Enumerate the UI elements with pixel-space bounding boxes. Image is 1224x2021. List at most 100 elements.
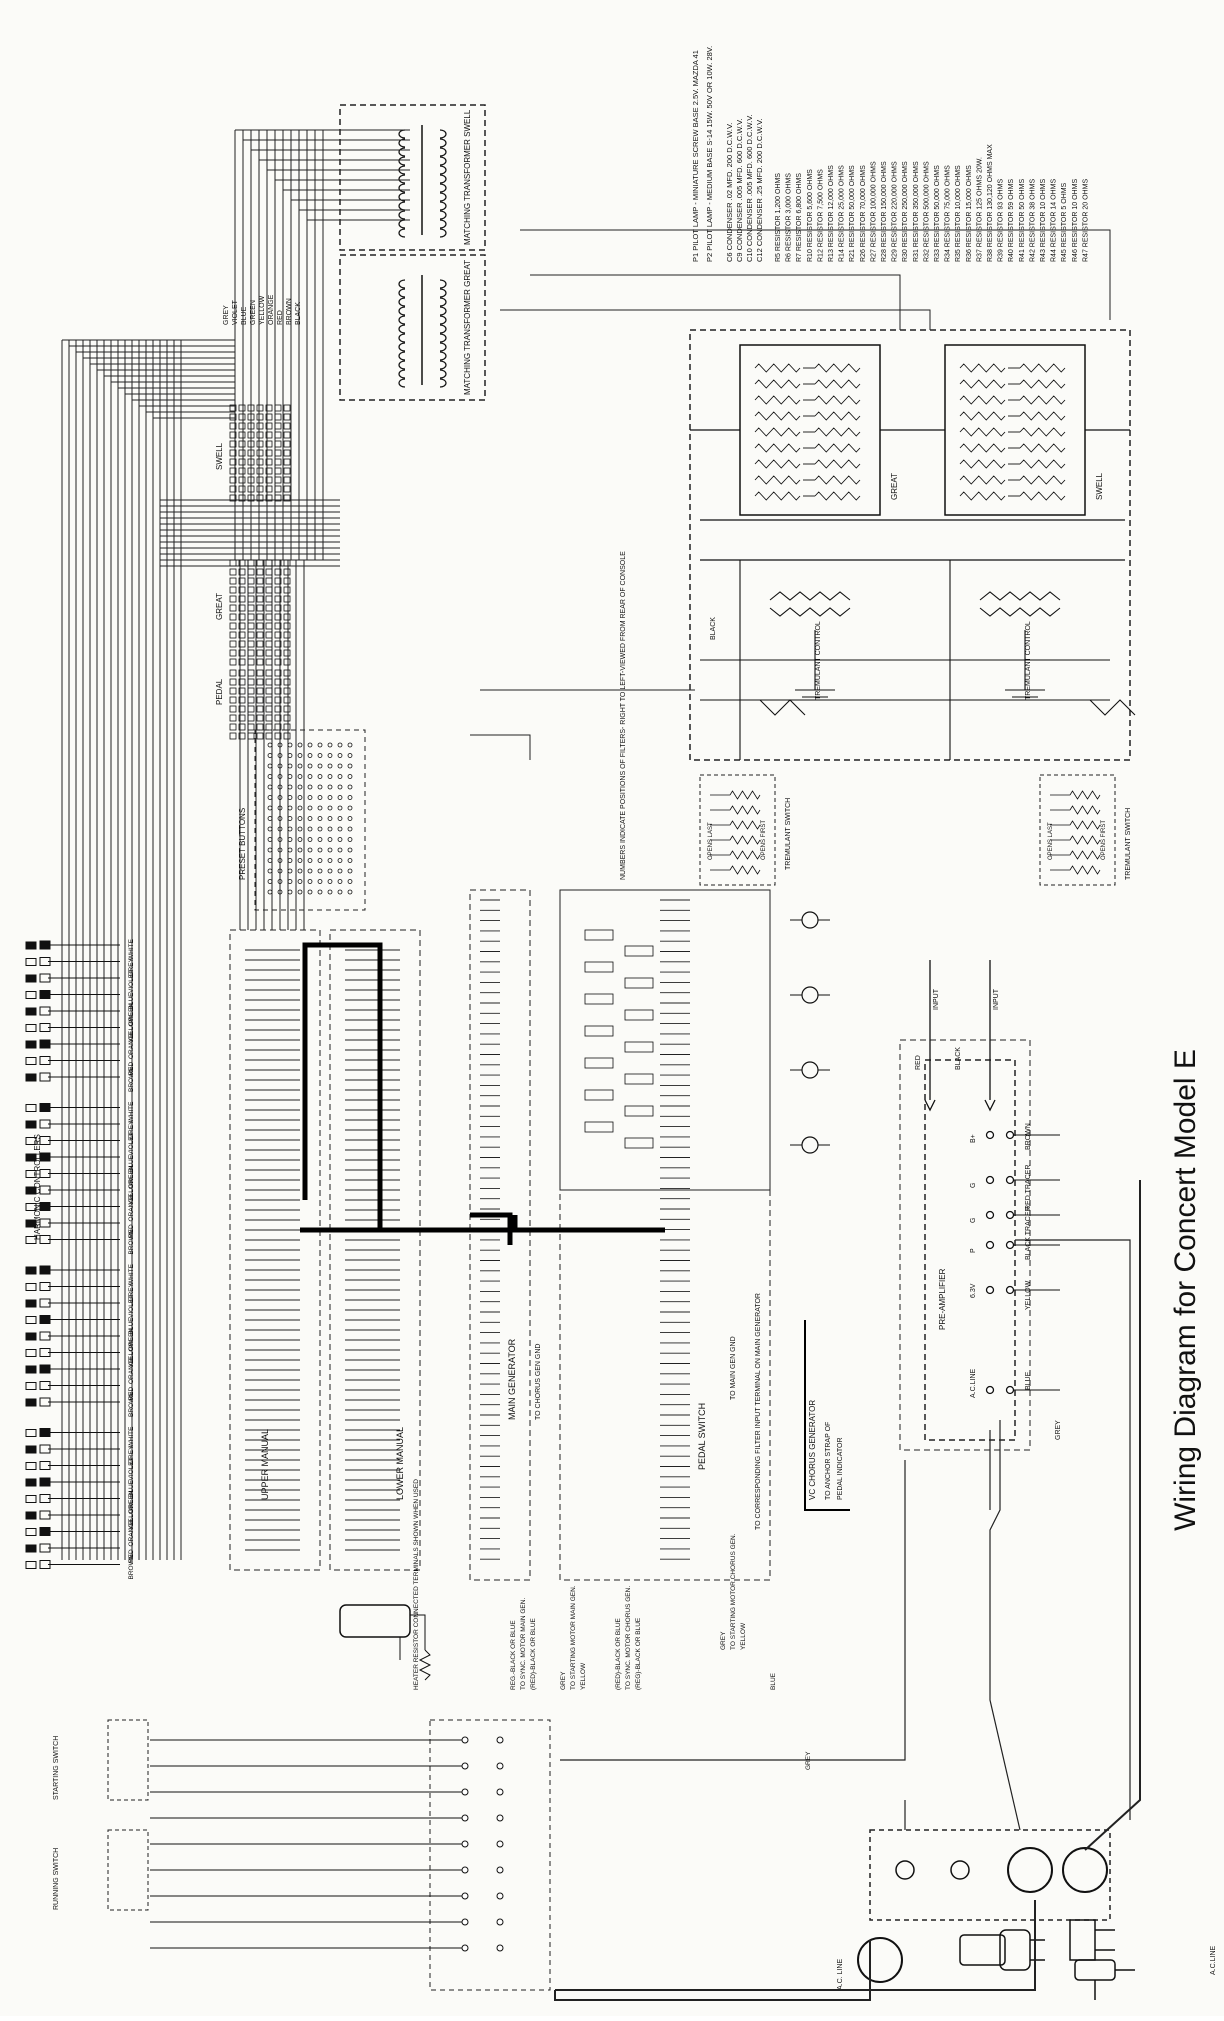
pilot-lamp bbox=[801, 986, 819, 1004]
preset-contact bbox=[317, 763, 323, 769]
drawbar-contact bbox=[39, 940, 51, 950]
harmonic-wire-color: VIOLET bbox=[128, 1132, 135, 1155]
tremulant-switch-1-box bbox=[699, 774, 776, 886]
great-terminal bbox=[283, 613, 291, 621]
preset-contact bbox=[277, 763, 283, 769]
motor-lead-label: (RED)-BLACK OR BLUE bbox=[615, 1617, 622, 1690]
drawbar-contact bbox=[39, 1218, 51, 1228]
trem-switch-contact bbox=[1050, 865, 1101, 875]
resistor-note: R34 RESISTOR 75,000 OHMS bbox=[945, 165, 952, 262]
swell-terminal bbox=[256, 485, 264, 493]
resistor-note: R39 RESISTOR 93 OHMS bbox=[998, 179, 1005, 262]
red-label: RED bbox=[915, 1055, 922, 1070]
main-generator-box bbox=[469, 889, 531, 1581]
drawbar-contact bbox=[39, 1461, 51, 1470]
drawbar-contact bbox=[39, 973, 51, 983]
swell-terminal bbox=[283, 476, 291, 484]
preset-contact bbox=[327, 889, 333, 895]
drawbar-contact bbox=[39, 1023, 51, 1032]
pre-amp-terminal bbox=[985, 1210, 995, 1220]
pedal-terminal bbox=[247, 723, 255, 731]
motor-lead-label: TO STARTING MOTOR MAIN GEN. bbox=[570, 1585, 577, 1690]
great-terminal bbox=[256, 568, 264, 576]
socket-1 bbox=[1007, 1847, 1053, 1893]
condenser-note: C12 CONDENSER .25 MFD. 200 D.C.W.V. bbox=[755, 118, 764, 262]
harmonic-wire-color: WHITE bbox=[128, 1263, 135, 1285]
swell-terminal bbox=[238, 413, 246, 421]
preset-contact bbox=[317, 826, 323, 832]
preset-contact bbox=[327, 879, 333, 884]
resistor-note: R28 RESISTOR 150,000 OHMS bbox=[881, 161, 888, 262]
preset-contact bbox=[347, 774, 353, 779]
great-terminal bbox=[247, 658, 255, 666]
drawbar-contact bbox=[39, 1265, 51, 1275]
board-resistor bbox=[754, 395, 861, 405]
swell-terminal bbox=[274, 404, 282, 412]
drawbar-contact bbox=[25, 1349, 37, 1357]
preset-contact bbox=[287, 753, 293, 758]
preset-contact bbox=[287, 784, 293, 790]
swell-terminal bbox=[229, 440, 237, 448]
drawbar-contact bbox=[25, 1219, 37, 1228]
preset-contact bbox=[337, 816, 343, 821]
harmonic-wire-color: YELLOW bbox=[128, 1340, 135, 1368]
swell-terminal bbox=[238, 431, 246, 439]
great-terminal bbox=[274, 586, 282, 594]
motor-terminal bbox=[496, 1736, 504, 1744]
motor-lead-label: BLUE bbox=[770, 1672, 777, 1690]
preset-contact bbox=[287, 837, 293, 842]
great-terminal bbox=[247, 631, 255, 639]
pedal-terminal bbox=[229, 732, 237, 740]
drawbar-contact bbox=[39, 1136, 51, 1145]
wire-color-label: YELLOW bbox=[259, 295, 266, 325]
preset-contact bbox=[317, 847, 323, 853]
motor-terminal bbox=[496, 1944, 504, 1952]
drawbar-contact bbox=[39, 1072, 51, 1082]
preset-contact bbox=[297, 805, 303, 811]
brown-label: BROWN bbox=[1025, 1123, 1032, 1150]
great-terminal bbox=[247, 622, 255, 630]
preset-contact bbox=[287, 763, 293, 769]
pedal-terminal bbox=[274, 705, 282, 713]
lower-manual-box bbox=[329, 929, 421, 1571]
swell-terminal bbox=[274, 494, 282, 502]
trem-switch-contact bbox=[1050, 850, 1101, 860]
pre-amp-terminal bbox=[985, 1385, 995, 1395]
harmonic-wire-color: BLUE bbox=[128, 1154, 135, 1172]
great-transformer-label: MATCHING TRANSFORMER GREAT bbox=[463, 260, 472, 395]
swell-terminal bbox=[247, 449, 255, 457]
motor-terminal bbox=[461, 1892, 469, 1900]
drawbar-contact bbox=[39, 1103, 51, 1112]
motor-terminal bbox=[461, 1814, 469, 1822]
swell-terminal bbox=[256, 458, 264, 466]
motor-lead-label: GREY bbox=[560, 1671, 567, 1690]
resistor-note: R6 RESISTOR 3,000 OHMS bbox=[786, 173, 793, 262]
drawbar-contact bbox=[25, 1057, 37, 1065]
preset-contact bbox=[297, 784, 303, 790]
pre-amp-terminal-label: P bbox=[970, 1248, 977, 1253]
preset-contact bbox=[347, 889, 353, 895]
great-terminal bbox=[229, 577, 237, 585]
filter-block bbox=[624, 1073, 654, 1085]
swell-terminal bbox=[256, 449, 264, 457]
grey-label: GREY bbox=[1055, 1420, 1062, 1440]
filter-block bbox=[584, 1089, 614, 1101]
swell-terminal bbox=[229, 458, 237, 466]
great-terminal bbox=[229, 586, 237, 594]
swell-terminal bbox=[274, 431, 282, 439]
harmonic-wire-color: YELLOW bbox=[128, 1015, 135, 1043]
condenser-note: C6 CONDENSER .02 MFD. 200 D.C.W.V. bbox=[725, 123, 734, 262]
preset-contact bbox=[267, 774, 273, 779]
drawbar-contact bbox=[39, 1381, 51, 1390]
preset-contact bbox=[297, 889, 303, 895]
drawbar-contact bbox=[25, 1236, 37, 1244]
board-resistor bbox=[959, 475, 1066, 485]
motor-terminal bbox=[496, 1788, 504, 1796]
preset-contact bbox=[337, 826, 343, 832]
pre-amp-terminal-label: G bbox=[970, 1218, 977, 1223]
great-terminal bbox=[247, 559, 255, 567]
tremulant-control-1-label: TREMULANT CONTROL bbox=[815, 621, 822, 700]
wire-color-label: BLUE bbox=[241, 306, 248, 325]
pre-amp-terminal-label: 6.3V bbox=[970, 1283, 977, 1298]
pedal-terminal bbox=[247, 678, 255, 686]
